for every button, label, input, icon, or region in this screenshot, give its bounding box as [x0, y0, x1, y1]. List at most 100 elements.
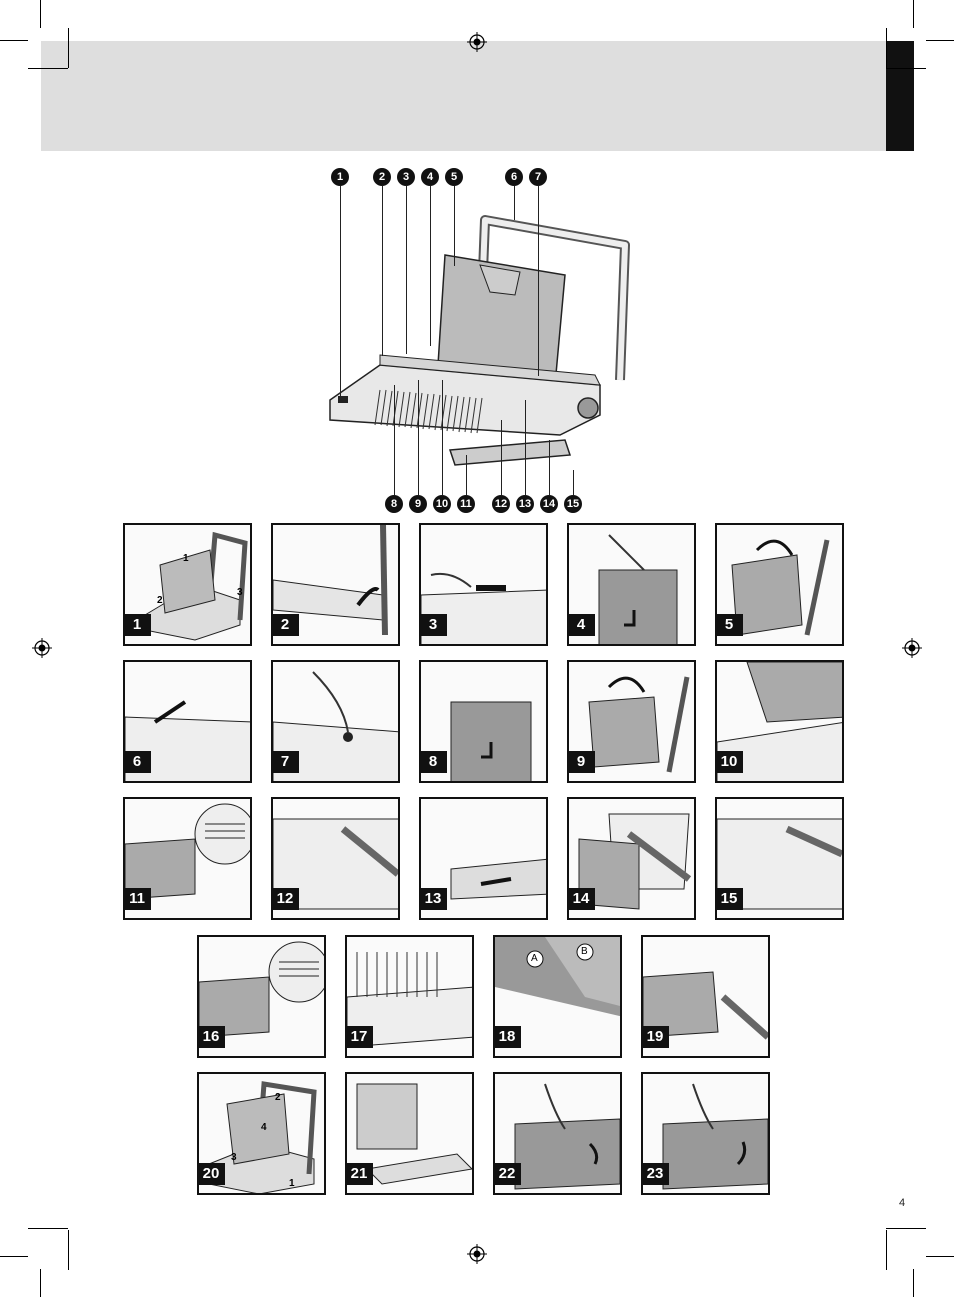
panel-label: 2: [275, 1092, 281, 1103]
step-panel: 1 2 3 1: [123, 523, 252, 646]
step-panel: 23: [641, 1072, 770, 1195]
step-number: 23: [643, 1163, 669, 1185]
binding-machine-illustration: [329, 215, 630, 466]
step-panel: 14: [567, 797, 696, 920]
crop-mark: [926, 1256, 954, 1257]
registration-mark-icon: [32, 638, 52, 658]
leader-line: [406, 186, 407, 354]
step-number: 13: [421, 888, 447, 910]
crop-mark: [886, 1230, 887, 1270]
leader-line: [340, 186, 341, 400]
leader-line: [514, 186, 515, 220]
step-panel: 6: [123, 660, 252, 783]
step-panel: 3: [419, 523, 548, 646]
callout-7: 7: [529, 168, 547, 186]
crop-mark: [886, 68, 926, 69]
step-number: 21: [347, 1163, 373, 1185]
callout-1: 1: [331, 168, 349, 186]
crop-mark: [68, 28, 69, 68]
registration-mark-icon: [467, 1244, 487, 1264]
step-number: 11: [125, 888, 151, 910]
callout-9: 9: [409, 495, 427, 513]
step-number: 19: [643, 1026, 669, 1048]
panel-label: 3: [237, 587, 243, 598]
crop-mark: [0, 1256, 28, 1257]
step-panel: 11: [123, 797, 252, 920]
step-number: 12: [273, 888, 299, 910]
step-panel: 17: [345, 935, 474, 1058]
panel-label: 3: [231, 1152, 237, 1163]
leader-line: [454, 186, 455, 266]
leader-line: [573, 470, 574, 495]
crop-mark: [0, 40, 28, 41]
leader-line: [394, 385, 395, 495]
callout-12: 12: [492, 495, 510, 513]
step-number: 2: [273, 614, 299, 636]
leader-line: [418, 380, 419, 495]
crop-mark: [926, 40, 954, 41]
step-panel: 5: [715, 523, 844, 646]
crop-mark: [28, 68, 68, 69]
step-panel: 15: [715, 797, 844, 920]
step-number: 6: [125, 751, 151, 773]
panel-label: 1: [183, 553, 189, 564]
panel-label: 1: [289, 1178, 295, 1189]
step-number: 3: [421, 614, 447, 636]
step-panel: 12: [271, 797, 400, 920]
leader-line: [501, 420, 502, 495]
callout-5: 5: [445, 168, 463, 186]
callout-11: 11: [457, 495, 475, 513]
crop-mark: [913, 1269, 914, 1297]
callout-13: 13: [516, 495, 534, 513]
registration-mark-icon: [467, 32, 487, 52]
crop-mark: [28, 1228, 68, 1229]
leader-line: [525, 400, 526, 495]
step-panel: 21: [345, 1072, 474, 1195]
panel-label: 2: [157, 595, 163, 606]
crop-mark: [913, 0, 914, 28]
step-panel: 16: [197, 935, 326, 1058]
leader-line: [442, 380, 443, 495]
callout-2: 2: [373, 168, 391, 186]
crop-mark: [68, 1230, 69, 1270]
step-number: 8: [421, 751, 447, 773]
callout-8: 8: [385, 495, 403, 513]
step-number: 1: [125, 614, 151, 636]
panel-label: A: [531, 953, 538, 964]
leader-line: [382, 186, 383, 356]
page-number: 4: [899, 1197, 906, 1209]
crop-mark: [886, 1228, 926, 1229]
callout-3: 3: [397, 168, 415, 186]
callout-10: 10: [433, 495, 451, 513]
step-panel: 7: [271, 660, 400, 783]
header-band: [41, 41, 886, 151]
leader-line: [538, 186, 539, 376]
step-panel: 8: [419, 660, 548, 783]
panel-label: B: [581, 946, 588, 957]
step-panel: 2: [271, 523, 400, 646]
step-number: 9: [569, 751, 595, 773]
callout-4: 4: [421, 168, 439, 186]
step-number: 5: [717, 614, 743, 636]
step-panel: 10: [715, 660, 844, 783]
language-side-tab: [886, 41, 914, 151]
step-number: 17: [347, 1026, 373, 1048]
step-number: 15: [717, 888, 743, 910]
step-panel: 2 4 3 1 20: [197, 1072, 326, 1195]
crop-mark: [40, 1269, 41, 1297]
step-panel: 13: [419, 797, 548, 920]
crop-mark: [886, 28, 887, 68]
step-number: 22: [495, 1163, 521, 1185]
step-panel: 19: [641, 935, 770, 1058]
callout-6: 6: [505, 168, 523, 186]
callout-14: 14: [540, 495, 558, 513]
registration-mark-icon: [902, 638, 922, 658]
step-panel: 22: [493, 1072, 622, 1195]
step-number: 4: [569, 614, 595, 636]
leader-line: [430, 186, 431, 346]
crop-mark: [40, 0, 41, 28]
step-number: 18: [495, 1026, 521, 1048]
step-panel: 9: [567, 660, 696, 783]
callout-15: 15: [564, 495, 582, 513]
panel-label: 4: [261, 1122, 267, 1133]
